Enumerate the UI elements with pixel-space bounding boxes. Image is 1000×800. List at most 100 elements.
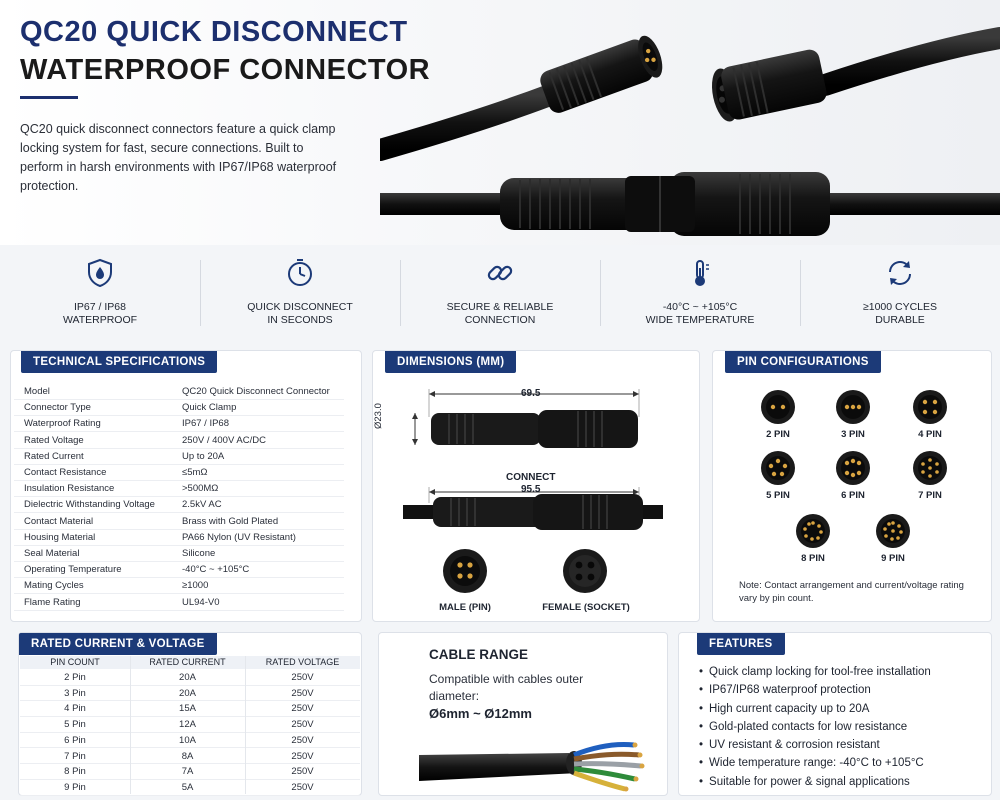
pin-label: 5 PIN (766, 490, 790, 501)
strip-item-secure: SECURE & RELIABLE CONNECTION (400, 252, 600, 340)
strip-line-2: WATERPROOF (62, 314, 138, 326)
strip-item-cycles: ≥1000 CYCLES DURABLE (800, 252, 1000, 340)
spec-value: UL94-V0 (182, 596, 220, 608)
cell-rated-current: 5A (181, 781, 194, 793)
current-title: RATED CURRENT & VOLTAGE (19, 633, 217, 655)
features-panel: FEATURES Quick clamp locking for tool-fr… (678, 632, 992, 796)
cell-rated-current: 8A (181, 750, 194, 762)
list-item: Suitable for power & signal applications (699, 773, 931, 791)
spec-key: Waterproof Rating (24, 418, 101, 430)
pin-note: Note: Contact arrangement and current/vo… (739, 580, 964, 604)
spec-key: Insulation Resistance (24, 483, 115, 495)
timer-icon (288, 259, 312, 286)
spec-row: Operating Temperature-40°C ~ +105°C (14, 562, 344, 579)
hero-section: QC20 QUICK DISCONNECT WATERPROOF CONNECT… (0, 0, 1000, 245)
spec-key: Flame Rating (24, 596, 81, 608)
dimensions-panel: DIMENSIONS (MM) 69.5 Ø23.0 CONNECT 95.5 (372, 350, 700, 622)
specs-title: TECHNICAL SPECIFICATIONS (21, 351, 218, 373)
pins-title: PIN CONFIGURATIONS (725, 351, 881, 373)
cell-pin-count: 2 Pin (64, 672, 86, 683)
cell-rated-current: 20A (179, 687, 196, 699)
pin-label: 9 PIN (881, 553, 905, 564)
spec-key: Connector Type (24, 402, 91, 414)
spec-key: Contact Material (24, 515, 94, 527)
cell-pin-count: 5 Pin (64, 719, 86, 731)
thermometer-icon (695, 260, 709, 286)
pin-config-7: 7 PIN (900, 450, 960, 501)
strip-line-2: WIDE TEMPERATURE (645, 314, 755, 326)
strip-line-2: IN SECONDS (267, 314, 333, 326)
pin-config-5: 5 PIN (748, 450, 808, 501)
pin-label: 3 PIN (841, 429, 865, 440)
list-item: Quick clamp locking for tool-free instal… (699, 663, 931, 681)
pin-config-6: 6 PIN (823, 450, 883, 501)
list-item: Gold-plated contacts for low resistance (699, 718, 931, 736)
male-face-icon (443, 549, 487, 593)
pin-label: 7 PIN (918, 490, 942, 501)
intro-text: QC20 quick disconnect connectors feature… (20, 122, 337, 193)
spec-value: ≥1000 (182, 580, 209, 592)
cell-rated-current: 7A (181, 766, 194, 778)
connector-hero-image (380, 27, 1000, 236)
pin-face-icon (836, 390, 870, 424)
cell-rated-current: 12A (179, 719, 196, 731)
strip-line-1: QUICK DISCONNECT (247, 301, 353, 313)
cell-rated-voltage: 250V (291, 766, 314, 778)
strip-line-1: SECURE & RELIABLE (446, 301, 554, 313)
spec-key: Contact Resistance (24, 467, 107, 478)
cell-pin-count: 7 Pin (64, 750, 86, 762)
pin-label: 6 PIN (841, 490, 865, 501)
pin-config-3: 3 PIN (823, 389, 883, 440)
cell-pin-count: 9 Pin (64, 781, 86, 793)
title-line-2: WATERPROOF CONNECTOR (20, 54, 431, 86)
pin-face-icon (761, 451, 795, 485)
header-rated-voltage: RATED VOLTAGE (265, 657, 340, 667)
pin-face-icon (796, 514, 830, 548)
pin-face-icon (836, 451, 870, 485)
list-item: Wide temperature range: -40°C to +105°C (699, 754, 931, 772)
spec-key: Operating Temperature (24, 564, 122, 576)
spec-row: Mating Cycles ≥1000 (14, 578, 344, 595)
dim-connect-label: CONNECT (506, 472, 556, 483)
spec-value: >500MΩ (182, 483, 219, 495)
pin-face-icon (913, 451, 947, 485)
strip-item-waterproof: IP67 / IP68 WATERPROOF (0, 252, 200, 340)
features-list: Quick clamp locking for tool-free instal… (699, 663, 931, 791)
pin-face-icon (913, 390, 947, 424)
pin-label: 8 PIN (801, 553, 825, 564)
dimension-drawing (403, 389, 663, 530)
title-line-1: QC20 QUICK DISCONNECT (20, 16, 408, 48)
spec-value: Silicone (182, 548, 216, 559)
cell-rated-voltage: 250V (291, 781, 314, 793)
cell-pin-count: 4 Pin (64, 703, 86, 715)
list-item: High current capacity up to 20A (699, 700, 931, 718)
spec-row: Flame Rating UL94-V0 (14, 595, 344, 611)
spec-value: PA66 Nylon (UV Resistant) (182, 531, 296, 543)
cable-image (419, 742, 645, 792)
spec-key: Rated Current (24, 450, 84, 462)
spec-key: Housing Material (24, 531, 96, 543)
pin-label: 2 PIN (766, 429, 790, 440)
spec-row: Housing Material PA66 Nylon (UV Resistant… (14, 530, 344, 546)
link-icon (487, 265, 513, 281)
male-label: MALE (PIN) (439, 602, 491, 613)
cell-rated-voltage: 250V (291, 703, 314, 715)
female-face-icon (563, 549, 607, 593)
pin-config-9: 9 PIN (863, 513, 923, 564)
spec-value: QC20 Quick Disconnect Connector (182, 386, 330, 397)
spec-key: Mating Cycles (24, 580, 84, 592)
dim-length-label: 69.5 (521, 388, 541, 399)
spec-value: Brass with Gold Plated (182, 515, 279, 527)
cable-range-value: Ø6mm ~ Ø12mm (429, 706, 532, 721)
feature-strip: IP67 / IP68 WATERPROOF QUICK DISCONNECT … (0, 252, 1000, 340)
